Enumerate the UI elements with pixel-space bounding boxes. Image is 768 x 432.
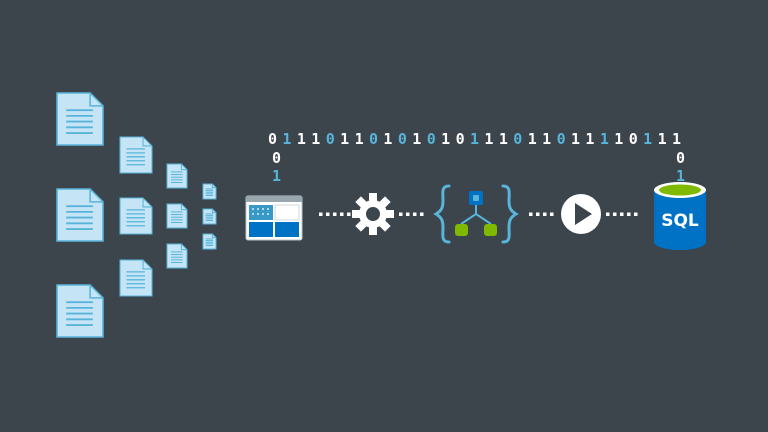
gear-icon — [352, 193, 394, 235]
binary-digit: 1 — [282, 130, 292, 148]
binary-digit: 0 — [426, 130, 436, 148]
database-label: SQL — [661, 211, 699, 231]
dotted-connectors — [319, 212, 638, 216]
document-icon — [166, 243, 188, 269]
connector-dot — [413, 212, 417, 216]
left-brace-icon — [433, 184, 451, 244]
right-brace-icon — [501, 184, 519, 244]
binary-digit: 1 — [676, 167, 686, 185]
document-icon — [166, 203, 188, 229]
binary-digit: 1 — [354, 130, 364, 148]
connector-dot — [326, 212, 330, 216]
binary-digit: 1 — [599, 130, 609, 148]
document-icon — [56, 188, 104, 242]
binary-digit: 0 — [369, 130, 379, 148]
connector-dot — [550, 212, 554, 216]
play-icon — [561, 194, 601, 234]
connector-dot — [319, 212, 323, 216]
binary-digit: 0 — [628, 130, 638, 148]
binary-digit: 1 — [441, 130, 451, 148]
binary-digit: 0 — [513, 130, 523, 148]
document-icon — [202, 233, 217, 250]
binary-digit: 1 — [484, 130, 494, 148]
binary-digit: 1 — [585, 130, 595, 148]
binary-digit: 1 — [643, 130, 653, 148]
binary-digit: 0 — [556, 130, 566, 148]
document-icon — [202, 208, 217, 225]
binary-digit: 0 — [397, 130, 407, 148]
connector-dot — [347, 212, 351, 216]
document-icon — [119, 136, 153, 174]
document-icon — [119, 197, 153, 235]
binary-digit: 1 — [272, 167, 282, 185]
binary-digit: 1 — [571, 130, 581, 148]
binary-digit: 1 — [470, 130, 480, 148]
document-icon — [166, 163, 188, 189]
binary-digit: 1 — [498, 130, 508, 148]
connector-dot — [420, 212, 424, 216]
connector-dot — [399, 212, 403, 216]
document-icon — [119, 259, 153, 297]
binary-digit: 1 — [542, 130, 552, 148]
connector-dot — [627, 212, 631, 216]
binary-digit: 1 — [657, 130, 667, 148]
binary-digit: 0 — [268, 130, 278, 148]
binary-digit: 0 — [455, 130, 465, 148]
connector-dot — [620, 212, 624, 216]
document-icon — [202, 183, 217, 200]
connector-dot — [536, 212, 540, 216]
binary-digit: 1 — [296, 130, 306, 148]
binary-digit: 0 — [676, 149, 686, 167]
connector-dot — [333, 212, 337, 216]
binary-digit: 0 — [325, 130, 335, 148]
connector-dot — [340, 212, 344, 216]
binary-digit: 1 — [311, 130, 321, 148]
binary-digit: 1 — [340, 130, 350, 148]
binary-digit: 1 — [412, 130, 422, 148]
storage-tiles-icon — [245, 195, 303, 241]
binary-digit: 1 — [614, 130, 624, 148]
connector-dot — [406, 212, 410, 216]
binary-digit: 1 — [383, 130, 393, 148]
connector-dot — [613, 212, 617, 216]
binary-digit: 1 — [527, 130, 537, 148]
source-documents — [56, 92, 217, 338]
connector-dot — [543, 212, 547, 216]
sql-database-icon: SQL — [654, 182, 706, 250]
connector-dot — [634, 212, 638, 216]
document-icon — [56, 284, 104, 338]
connector-dot — [529, 212, 533, 216]
document-icon — [56, 92, 104, 146]
binary-digit: 0 — [272, 149, 282, 167]
binary-digit: 1 — [672, 130, 682, 148]
data-factory-pipeline-icon — [433, 184, 519, 244]
connector-dot — [606, 212, 610, 216]
